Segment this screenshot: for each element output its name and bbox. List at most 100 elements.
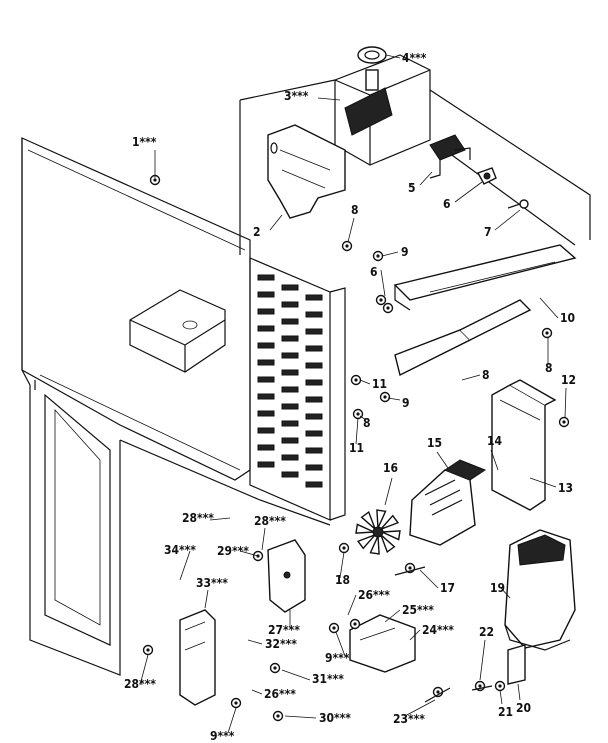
leader-line [404,699,436,717]
vent-slot [281,318,299,325]
vent-slot [281,454,299,461]
vent-slot [305,311,323,318]
callout-c34: 34*** [164,543,196,557]
leader-line [247,639,263,645]
leader-line [387,397,401,401]
screw-head-icon [545,331,549,335]
callout-c27: 27*** [268,623,300,637]
callout-c26b: 26*** [264,687,296,701]
vent-slot [305,464,323,471]
long-screw-icon [471,685,493,691]
screw-head-icon [498,684,502,688]
leader-line [269,214,283,231]
leader-line [284,715,317,719]
part-24-bracket [349,614,416,673]
fan-blade-vane [369,535,380,555]
fasteners [142,174,570,722]
callout-c6b: 6 [370,265,378,279]
screw-head-icon [436,690,440,694]
callout-c5: 5 [408,181,416,195]
screw-head-icon [234,701,238,705]
callout-c24: 24*** [422,623,454,637]
vent-slot [305,447,323,454]
long-screw-icon [424,687,451,703]
leader-line [499,689,503,705]
callout-c11b: 11 [349,441,364,455]
vent-slot [257,274,275,281]
leader-line [204,589,209,609]
lower-rail [394,299,532,377]
callout-c8c: 8 [363,416,371,430]
leader-line [461,374,481,381]
screw-head-icon [379,298,383,302]
leader-line [209,517,231,521]
leader-line [359,379,371,385]
vent-slot [281,369,299,376]
part-10-rail [393,244,577,311]
part-15-fan-motor [409,459,487,546]
leader-line [381,251,399,257]
fan-blade-vane [380,514,400,530]
callout-c17: 17 [440,581,455,595]
screw-head-icon [342,546,346,550]
leader-line [339,551,345,579]
leader-line [494,209,521,231]
leader-line [385,54,401,59]
vent-slot [257,308,275,315]
leader-line [499,586,511,599]
leader-line [454,181,483,203]
leader-line [517,683,521,701]
callout-c18: 18 [335,573,350,587]
vent-slot [257,393,275,400]
callout-labels: 1***23***4***566788889910111112131415161… [124,51,576,743]
callout-c3: 3*** [284,89,309,103]
callout-c2: 2 [253,225,261,239]
vent-slot [305,328,323,335]
callout-c21: 21 [498,705,513,719]
fan-blade-vane [380,534,396,554]
vent-slot [257,410,275,417]
screw-head-icon [562,420,566,424]
magnetron-assembly [334,46,431,166]
leader-line [419,569,439,589]
leader-line [529,477,557,488]
fan-blade-vane [376,509,387,529]
callout-c15: 15 [427,436,442,450]
vent-slot [305,396,323,403]
fan-blade-vane [356,534,376,550]
leader-line [227,707,237,734]
callout-c1: 1*** [132,135,157,149]
callout-c25: 25*** [402,603,434,617]
vent-slot [257,325,275,332]
part-6-switch [476,167,497,185]
callout-c30: 30*** [319,711,351,725]
callout-c4: 4*** [402,51,427,65]
callout-c28c: 28*** [124,677,156,691]
vent-slot [257,342,275,349]
callout-c33: 33*** [196,576,228,590]
cabinet-panel [21,137,251,676]
screw-head-icon [376,254,380,258]
long-screw-icon [394,566,426,576]
vent-slot [257,427,275,434]
vent-slot [305,481,323,488]
leader-lines [139,54,567,734]
screw-head-icon [386,306,390,310]
leader-line [251,689,263,695]
screw-head-icon [478,684,482,688]
screw-head-icon [383,395,387,399]
leader-line [355,417,359,445]
vent-slot [305,294,323,301]
callout-c32: 32*** [265,637,297,651]
vent-slot [281,471,299,478]
screw-head-icon [408,566,412,570]
vent-slot [257,461,275,468]
callout-c26a: 26*** [358,588,390,602]
callout-c29: 29*** [217,544,249,558]
interior-bracket [129,289,226,373]
part-27-bracket [267,539,306,613]
leader-line [347,594,357,616]
vent-slot [281,284,299,291]
assembly-outline [239,79,591,255]
screw-head-icon [354,378,358,382]
